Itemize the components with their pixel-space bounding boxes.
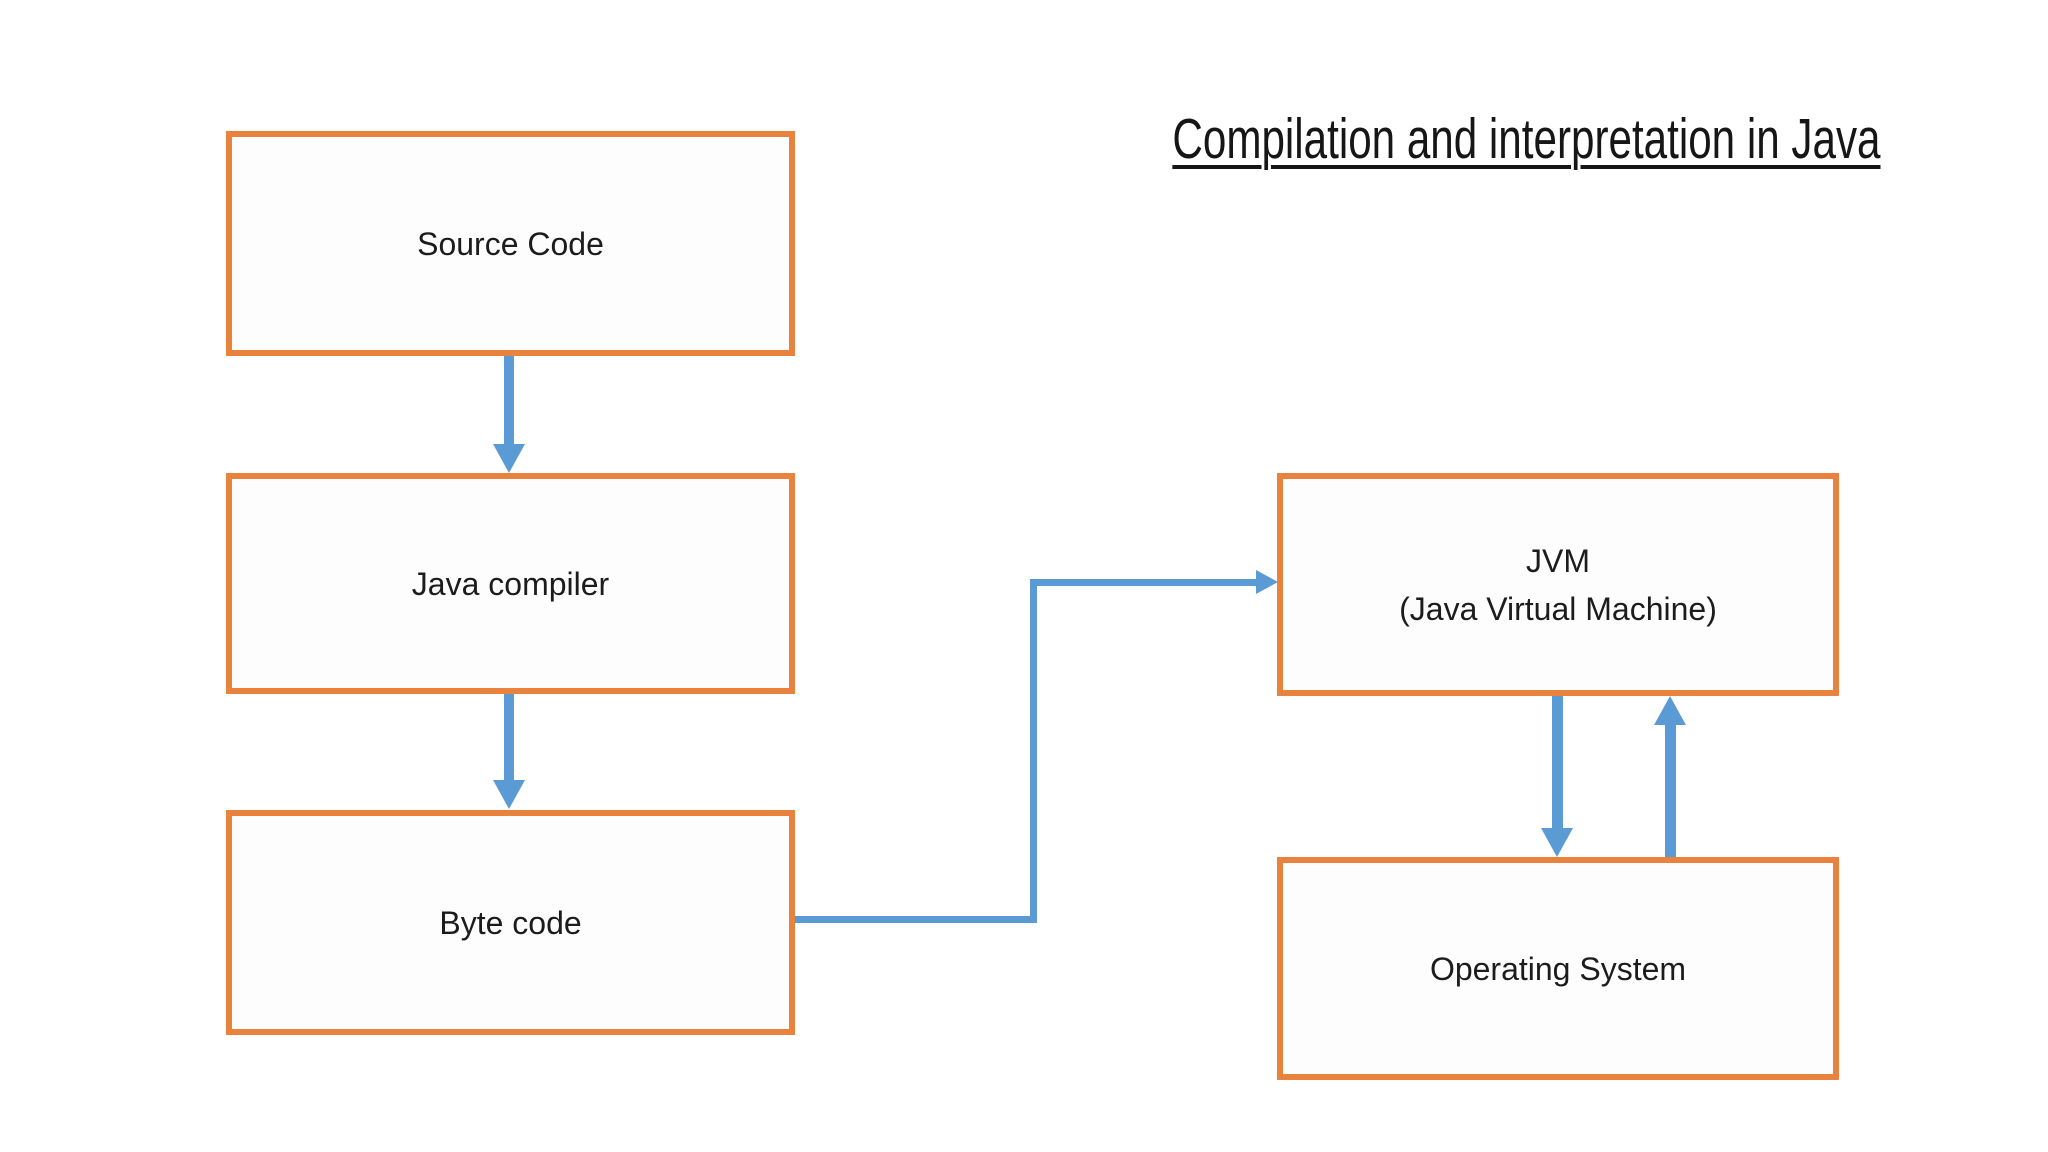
box-source-code-label: Source Code [417, 225, 604, 262]
arrow-head-down-icon [493, 444, 525, 473]
box-operating-system-label: Operating System [1429, 950, 1687, 987]
arrow-head-down-icon [493, 780, 525, 809]
arrow-head-down-icon [1541, 828, 1573, 857]
box-jvm: JVM (Java Virtual Machine) [1277, 473, 1839, 696]
diagram-title: Compilation and interpretation in Java [1172, 107, 1881, 171]
diagram-title-wrap: Compilation and interpretation in Java [1048, 108, 1880, 170]
box-byte-code-label: Byte code [439, 904, 582, 941]
arrow-shaft [504, 356, 514, 446]
box-java-compiler-label: Java compiler [411, 565, 610, 602]
arrow-head-right-icon [1256, 570, 1278, 594]
box-jvm-label-line2: (Java Virtual Machine) [1399, 590, 1717, 627]
connector-segment-vertical [1030, 579, 1037, 923]
box-source-code: Source Code [226, 131, 795, 356]
box-jvm-label-line1: JVM [1526, 542, 1590, 579]
box-operating-system: Operating System [1277, 857, 1839, 1080]
connector-segment-horizontal [1030, 579, 1256, 586]
arrow-head-up-icon [1654, 696, 1686, 725]
arrow-shaft [1552, 696, 1563, 829]
arrow-shaft [1665, 723, 1676, 857]
arrow-shaft [504, 694, 514, 782]
box-java-compiler: Java compiler [226, 473, 795, 694]
connector-segment-horizontal [795, 916, 1037, 923]
box-byte-code: Byte code [226, 810, 795, 1035]
